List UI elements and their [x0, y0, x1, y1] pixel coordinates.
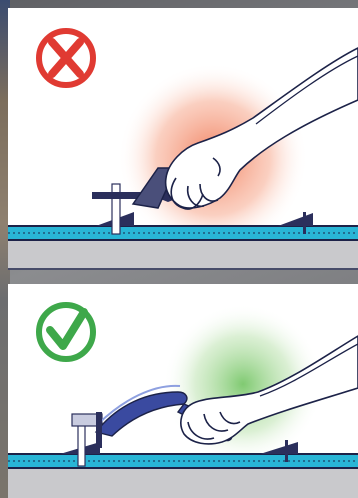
background-photo-strip — [0, 0, 10, 498]
leveling-clip-right — [260, 440, 298, 462]
hand-arm — [164, 47, 358, 210]
leveling-clip-right — [278, 212, 313, 234]
correct-illustration — [8, 302, 358, 498]
check-icon — [36, 302, 96, 362]
incorrect-illustration — [8, 28, 358, 270]
leveling-clip-left — [96, 183, 134, 235]
floor-slab — [8, 225, 358, 270]
hand-arm — [180, 335, 358, 445]
cross-icon — [36, 28, 96, 88]
floor-slab — [8, 453, 358, 498]
panel-incorrect — [8, 8, 358, 270]
panel-correct — [8, 284, 358, 498]
